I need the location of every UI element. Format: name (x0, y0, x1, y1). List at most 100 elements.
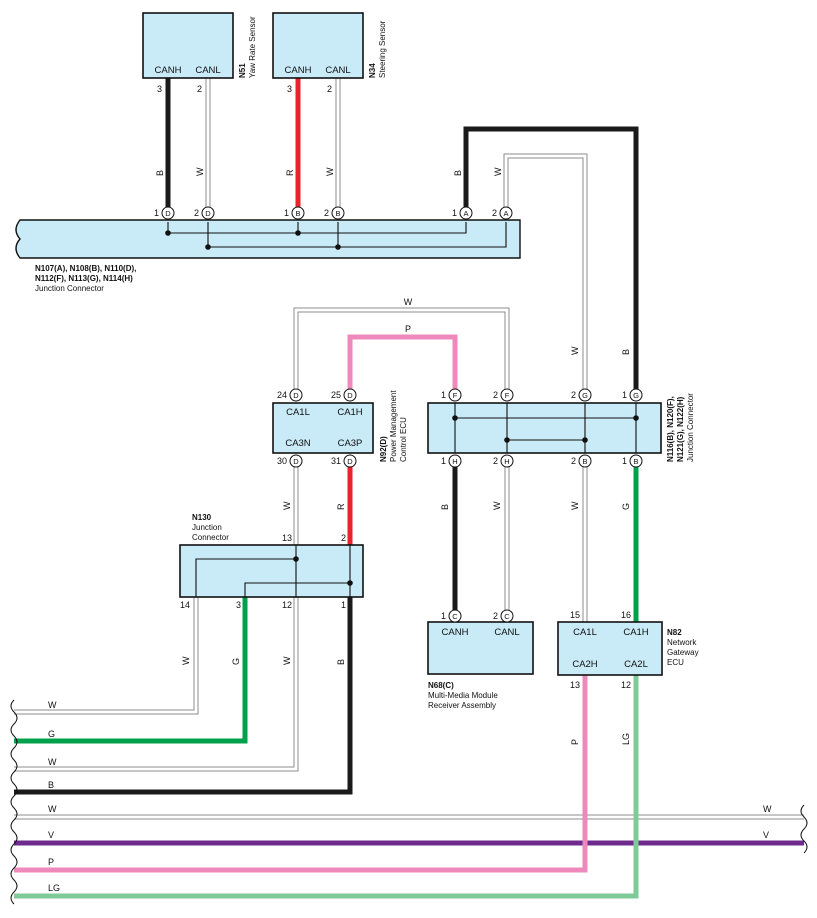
svg-text:C: C (504, 612, 510, 621)
n92-label: N92(D) Power Management Control ECU (379, 388, 408, 462)
wire-n130-1-black (14, 597, 353, 795)
wire-n82-ca2l-lightgreen (14, 675, 639, 899)
wlbl-n34-r: R (285, 169, 295, 176)
n92-box (272, 402, 374, 454)
wlbl-n130-14-w: W (181, 656, 191, 665)
pin-jc2-1g: 1 (622, 390, 627, 400)
n92-pin-ca3n: CA3N (285, 438, 310, 449)
wlbl-n130-12-w: W (282, 656, 292, 665)
svg-text:H: H (452, 457, 457, 466)
pin-jc2-1b: 1 (622, 456, 627, 466)
wlbl-b-g: G (621, 503, 631, 510)
svg-text:B: B (335, 209, 340, 218)
wlbl-jc1a-w: W (493, 167, 503, 176)
wire-jc1-a1-black (463, 126, 639, 395)
wlbl-left-b: B (48, 780, 54, 790)
n51-pin-canl: CANL (195, 65, 220, 76)
wlbl-n51-b: B (155, 170, 165, 176)
wlbl-left-p: P (48, 857, 54, 867)
wlbl-right-v: V (763, 830, 769, 840)
n51-box (142, 12, 234, 79)
wlbl-left-w2: W (48, 757, 57, 767)
n34-pin-canh: CANH (285, 65, 312, 76)
pin-n82-13: 13 (570, 680, 580, 690)
pin-jc2-2g: 2 (571, 390, 576, 400)
wlbl-n82-lg: LG (621, 733, 631, 745)
wlbl-n34-w: W (325, 167, 335, 176)
right-break-edge (800, 804, 808, 854)
terminal-n92-30: D (289, 454, 303, 468)
pin-jc1-1b: 1 (284, 208, 289, 218)
n68-label: N68(C) Multi-Media Module Receiver Assem… (428, 681, 500, 710)
wlbl-left-lg: LG (48, 883, 60, 893)
pin-jc2-2f: 2 (493, 390, 498, 400)
svg-text:D: D (293, 457, 299, 466)
wlbl-n82-p: P (570, 739, 580, 745)
n92-pin-ca1l: CA1L (286, 407, 310, 418)
n34-num-canh: 3 (287, 84, 292, 94)
terminal-jc2-1b: B (629, 454, 643, 468)
svg-text:C: C (452, 612, 458, 621)
terminal-jc1-1a: A (459, 206, 473, 220)
n130-label: N130 Junction Connector (192, 513, 229, 542)
pin-jc1-2d: 2 (194, 208, 199, 218)
pin-jc1-2b: 2 (324, 208, 329, 218)
n34-pin-canl: CANL (325, 65, 350, 76)
terminal-jc1-2d: D (201, 206, 215, 220)
wire-n82-ca2h-pink (14, 675, 588, 873)
terminal-n92-31: D (343, 454, 357, 468)
junction-connector-bus-1 (15, 219, 521, 259)
n92-pin-ca3p: CA3P (338, 438, 363, 449)
wlbl-b-w: W (570, 501, 580, 510)
terminal-jc2-2f: F (500, 388, 514, 402)
junction-connector-2 (427, 402, 662, 454)
jc2-label: N116(B), N120(F), N121(G), N122(H) Junct… (666, 393, 695, 462)
wlbl-n51-w: W (195, 167, 205, 176)
pin-n68-2: 2 (493, 611, 498, 621)
pin-n130-3: 3 (236, 600, 241, 610)
pin-jc2-1f: 1 (441, 390, 446, 400)
wire-n92-ca1h-pink (347, 334, 458, 395)
pin-n92-24: 24 (277, 390, 287, 400)
wlbl-n130-1-b: B (336, 659, 346, 665)
wlbl-n92-r: R (336, 503, 346, 510)
svg-text:B: B (633, 457, 638, 466)
svg-text:B: B (582, 457, 587, 466)
pin-n130-1: 1 (341, 600, 346, 610)
pin-n92-31: 31 (331, 456, 341, 466)
n51-pin-canh: CANH (155, 65, 182, 76)
svg-text:B: B (295, 209, 300, 218)
pin-n68-1: 1 (441, 611, 446, 621)
left-break-edge (10, 699, 18, 905)
wire-n130-12-white (14, 597, 299, 772)
wire-n130-14-white (14, 597, 199, 715)
pin-jc2-2b: 2 (571, 456, 576, 466)
svg-text:D: D (165, 209, 171, 218)
svg-text:D: D (205, 209, 211, 218)
terminal-jc2-1h: H (448, 454, 462, 468)
wlbl-left-w3: W (48, 804, 57, 814)
n51-label: N51 Yaw Rate Sensor (238, 16, 257, 78)
wlbl-top-w: W (404, 297, 413, 307)
wlbl-right-w: W (763, 804, 772, 814)
wire-jc1-a2-white (503, 153, 588, 395)
n34-num-canl: 2 (327, 84, 332, 94)
n130-box (179, 544, 364, 598)
n51-id: N51 (238, 63, 247, 78)
terminal-jc2-2b: B (578, 454, 592, 468)
terminal-jc2-2g: G (578, 388, 592, 402)
wire-n130-3-green (14, 597, 248, 744)
terminal-jc2-1f: F (448, 388, 462, 402)
n51-num-canl: 2 (197, 84, 202, 94)
terminal-jc2-2h: H (500, 454, 514, 468)
svg-text:H: H (504, 457, 509, 466)
terminal-n92-24: D (289, 388, 303, 402)
wlbl-n92-w: W (282, 501, 292, 510)
svg-text:F: F (453, 391, 458, 400)
n34-id: N34 (368, 63, 377, 78)
n68-pin-canl: CANL (494, 627, 519, 638)
n68-box (427, 621, 534, 675)
svg-text:D: D (347, 457, 353, 466)
wlbl-n130-3-g: G (231, 658, 241, 665)
